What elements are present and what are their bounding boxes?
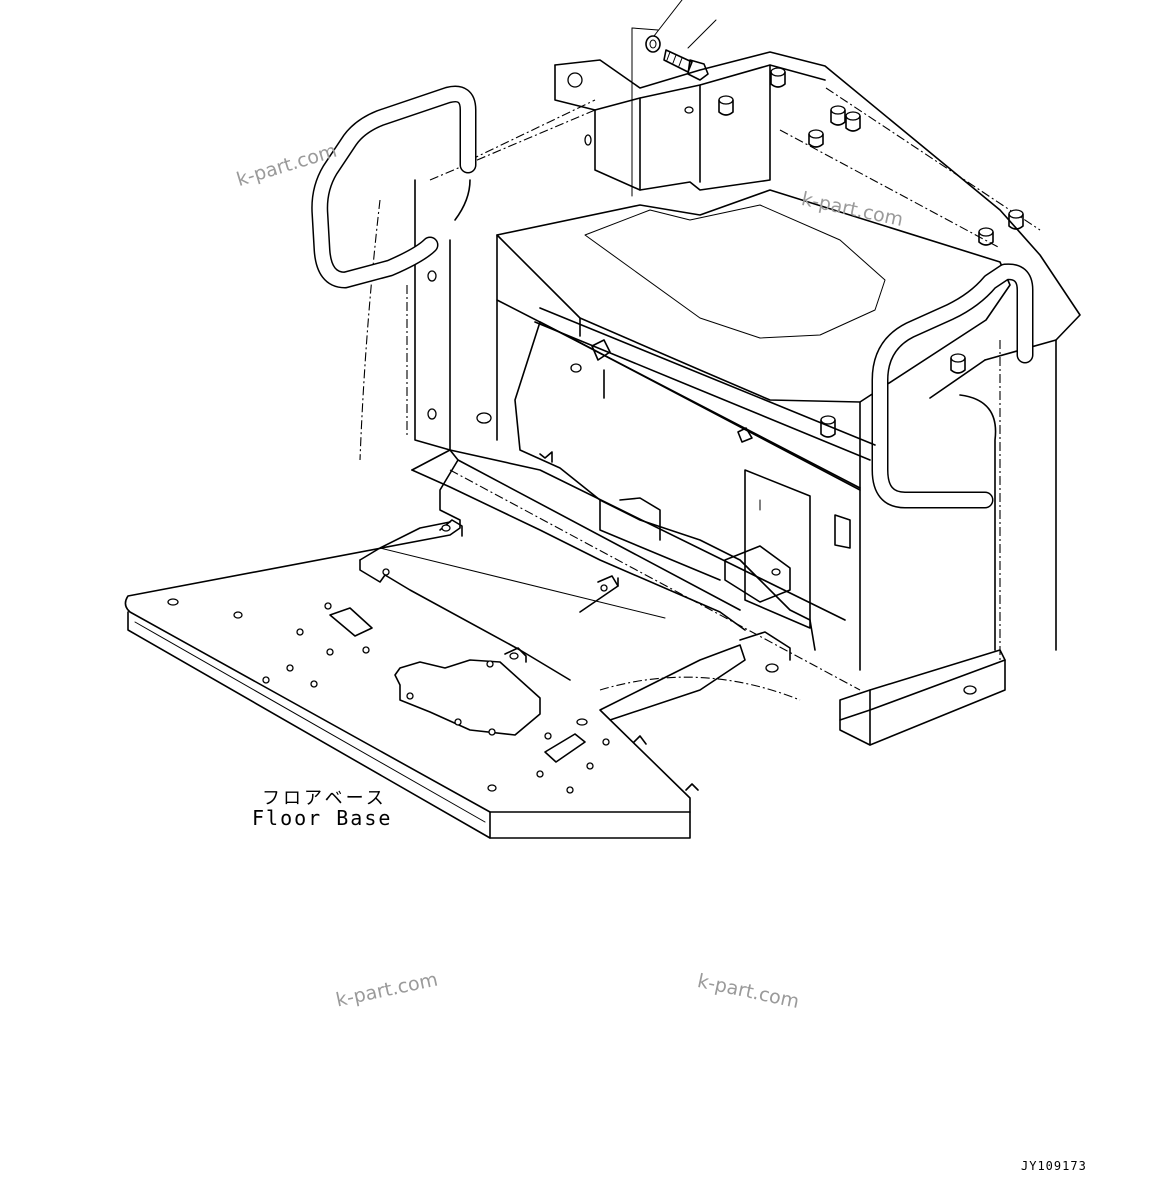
part-name-japanese: フロアベース [262,788,387,809]
cab-box-body [359,179,1057,746]
plate-holes [167,524,610,794]
bolt-and-washer-assembly [631,0,717,197]
left-handrail [311,85,477,289]
washer-icon [645,35,661,53]
right-handrail [534,263,1034,509]
drawing-code: JY109173 [1021,1159,1087,1173]
mount-posts [427,67,1024,438]
floor-base-plate [124,449,746,839]
part-name-english: Floor Base [252,806,393,830]
bolt-icon [663,49,709,81]
upper-frame [427,51,1081,438]
